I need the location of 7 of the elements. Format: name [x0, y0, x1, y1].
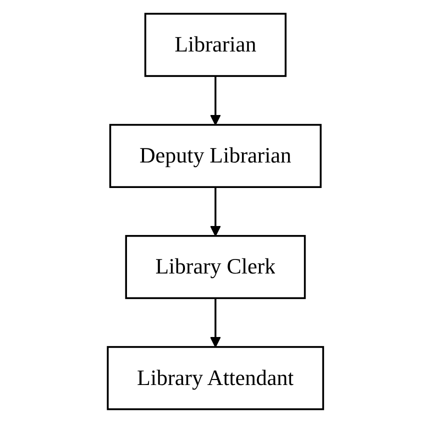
- arrow: [210, 76, 220, 126]
- node-box: Librarian: [144, 12, 286, 77]
- node-box: Library Clerk: [124, 235, 306, 300]
- arrow: [210, 298, 220, 348]
- node-box: Deputy Librarian: [108, 124, 322, 188]
- node-box: Library Attendant: [106, 346, 324, 410]
- arrow: [210, 187, 220, 236]
